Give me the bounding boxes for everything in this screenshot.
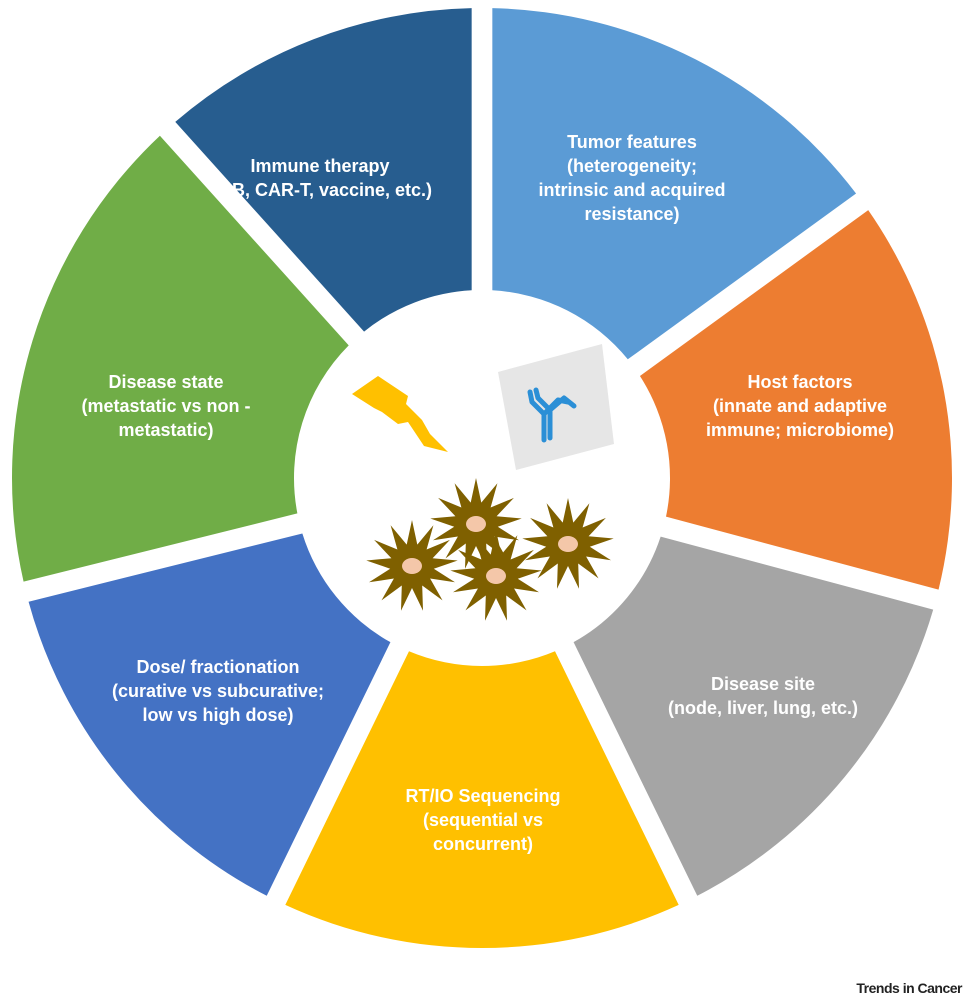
segment-label-line: RT/IO Sequencing xyxy=(405,786,560,806)
tumor-cell-nucleus xyxy=(466,516,486,532)
segment-label: Host factors (innate and adaptive immune; … xyxy=(706,372,894,440)
segment-shape xyxy=(175,8,472,332)
segment-label-line: metastatic) xyxy=(118,420,213,440)
segment-host-factors: Host factors (innate and adaptive immune; … xyxy=(639,210,953,590)
segment-label-line: Disease state xyxy=(108,372,223,392)
segment-disease-state: Disease state (metastatic vs non - metasta… xyxy=(11,135,349,582)
tumor-cells xyxy=(366,478,614,621)
segment-shape xyxy=(28,533,391,896)
tumor-cell-nucleus xyxy=(558,536,578,552)
segment-rt-io-sequencing: RT/IO Sequencing (sequential vs concurrent… xyxy=(285,651,679,948)
tumor-cell-icon xyxy=(366,520,458,611)
segment-dose-fractionation: Dose/ fractionation (curative vs subcurat… xyxy=(28,533,391,896)
segment-label: RT/IO Sequencing (sequential vs concurrent… xyxy=(405,786,560,854)
tumor-cell-icon xyxy=(522,498,614,589)
segment-disease-site: Disease site (node, liver, lung, etc.) xyxy=(573,536,934,896)
tumor-cell-icon xyxy=(450,530,542,621)
center-circle xyxy=(302,298,662,658)
segment-label-line: Host factors xyxy=(747,372,852,392)
segment-label-line: Dose/ fractionation xyxy=(136,657,299,677)
segment-label-line: concurrent) xyxy=(433,834,533,854)
journal-credit: Trends in Cancer xyxy=(856,980,962,996)
segment-label-line: resistance) xyxy=(584,204,679,224)
tumor-cell-nucleus xyxy=(402,558,422,574)
segment-label: Dose/ fractionation (curative vs subcurat… xyxy=(112,657,324,725)
segment-shape xyxy=(639,210,953,590)
segment-label-line: Disease site xyxy=(711,674,815,694)
segment-label-line: (innate and adaptive xyxy=(713,396,887,416)
segment-shape xyxy=(573,536,934,896)
segment-label-line: intrinsic and acquired xyxy=(538,180,725,200)
segment-tumor-features: Tumor features (heterogeneity; intrinsic a… xyxy=(492,8,857,360)
segment-label-line: Immune therapy xyxy=(250,156,389,176)
segment-shape xyxy=(11,135,349,582)
segment-label-line: (metastatic vs non - xyxy=(81,396,250,416)
segment-label-line: (curative vs subcurative; xyxy=(112,681,324,701)
segment-label: Disease site (node, liver, lung, etc.) xyxy=(668,674,858,718)
center-hub xyxy=(302,298,662,658)
segment-label: Disease state (metastatic vs non - metasta… xyxy=(81,372,250,440)
tumor-cell-nucleus xyxy=(486,568,506,584)
segment-immune-therapy: Immune therapy (ICB, CAR-T, vaccine, etc.… xyxy=(175,8,472,332)
segment-label: Immune therapy (ICB, CAR-T, vaccine, etc.… xyxy=(208,156,432,200)
antibody-icon xyxy=(498,344,614,470)
segment-label-line: Tumor features xyxy=(567,132,697,152)
segment-shape xyxy=(285,651,679,948)
segment-label-line: immune; microbiome) xyxy=(706,420,894,440)
segment-label-line: (heterogeneity; xyxy=(567,156,697,176)
segment-label-line: (node, liver, lung, etc.) xyxy=(668,698,858,718)
segment-label-line: low vs high dose) xyxy=(142,705,293,725)
segment-label-line: (ICB, CAR-T, vaccine, etc.) xyxy=(208,180,432,200)
segment-label-line: (sequential vs xyxy=(423,810,543,830)
lightning-icon xyxy=(352,376,448,452)
segment-shape xyxy=(492,8,857,360)
segment-label: Tumor features (heterogeneity; intrinsic a… xyxy=(538,132,725,224)
